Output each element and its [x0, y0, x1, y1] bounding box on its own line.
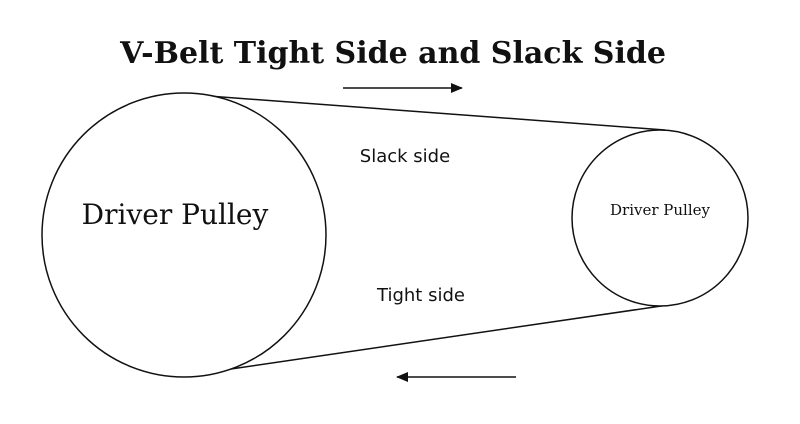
driver-pulley: [41, 92, 327, 378]
driver-pulley-label: Driver Pulley: [82, 198, 269, 231]
tight-side-belt: [182, 304, 669, 377]
driven-pulley-label: Driver Pulley: [610, 201, 711, 219]
diagram-title: V-Belt Tight Side and Slack Side: [119, 36, 666, 71]
slack-side-belt: [194, 94, 666, 131]
slack-side-label: Slack side: [360, 146, 450, 167]
tight-side-label: Tight side: [376, 285, 465, 306]
driven-pulley: [571, 129, 749, 307]
